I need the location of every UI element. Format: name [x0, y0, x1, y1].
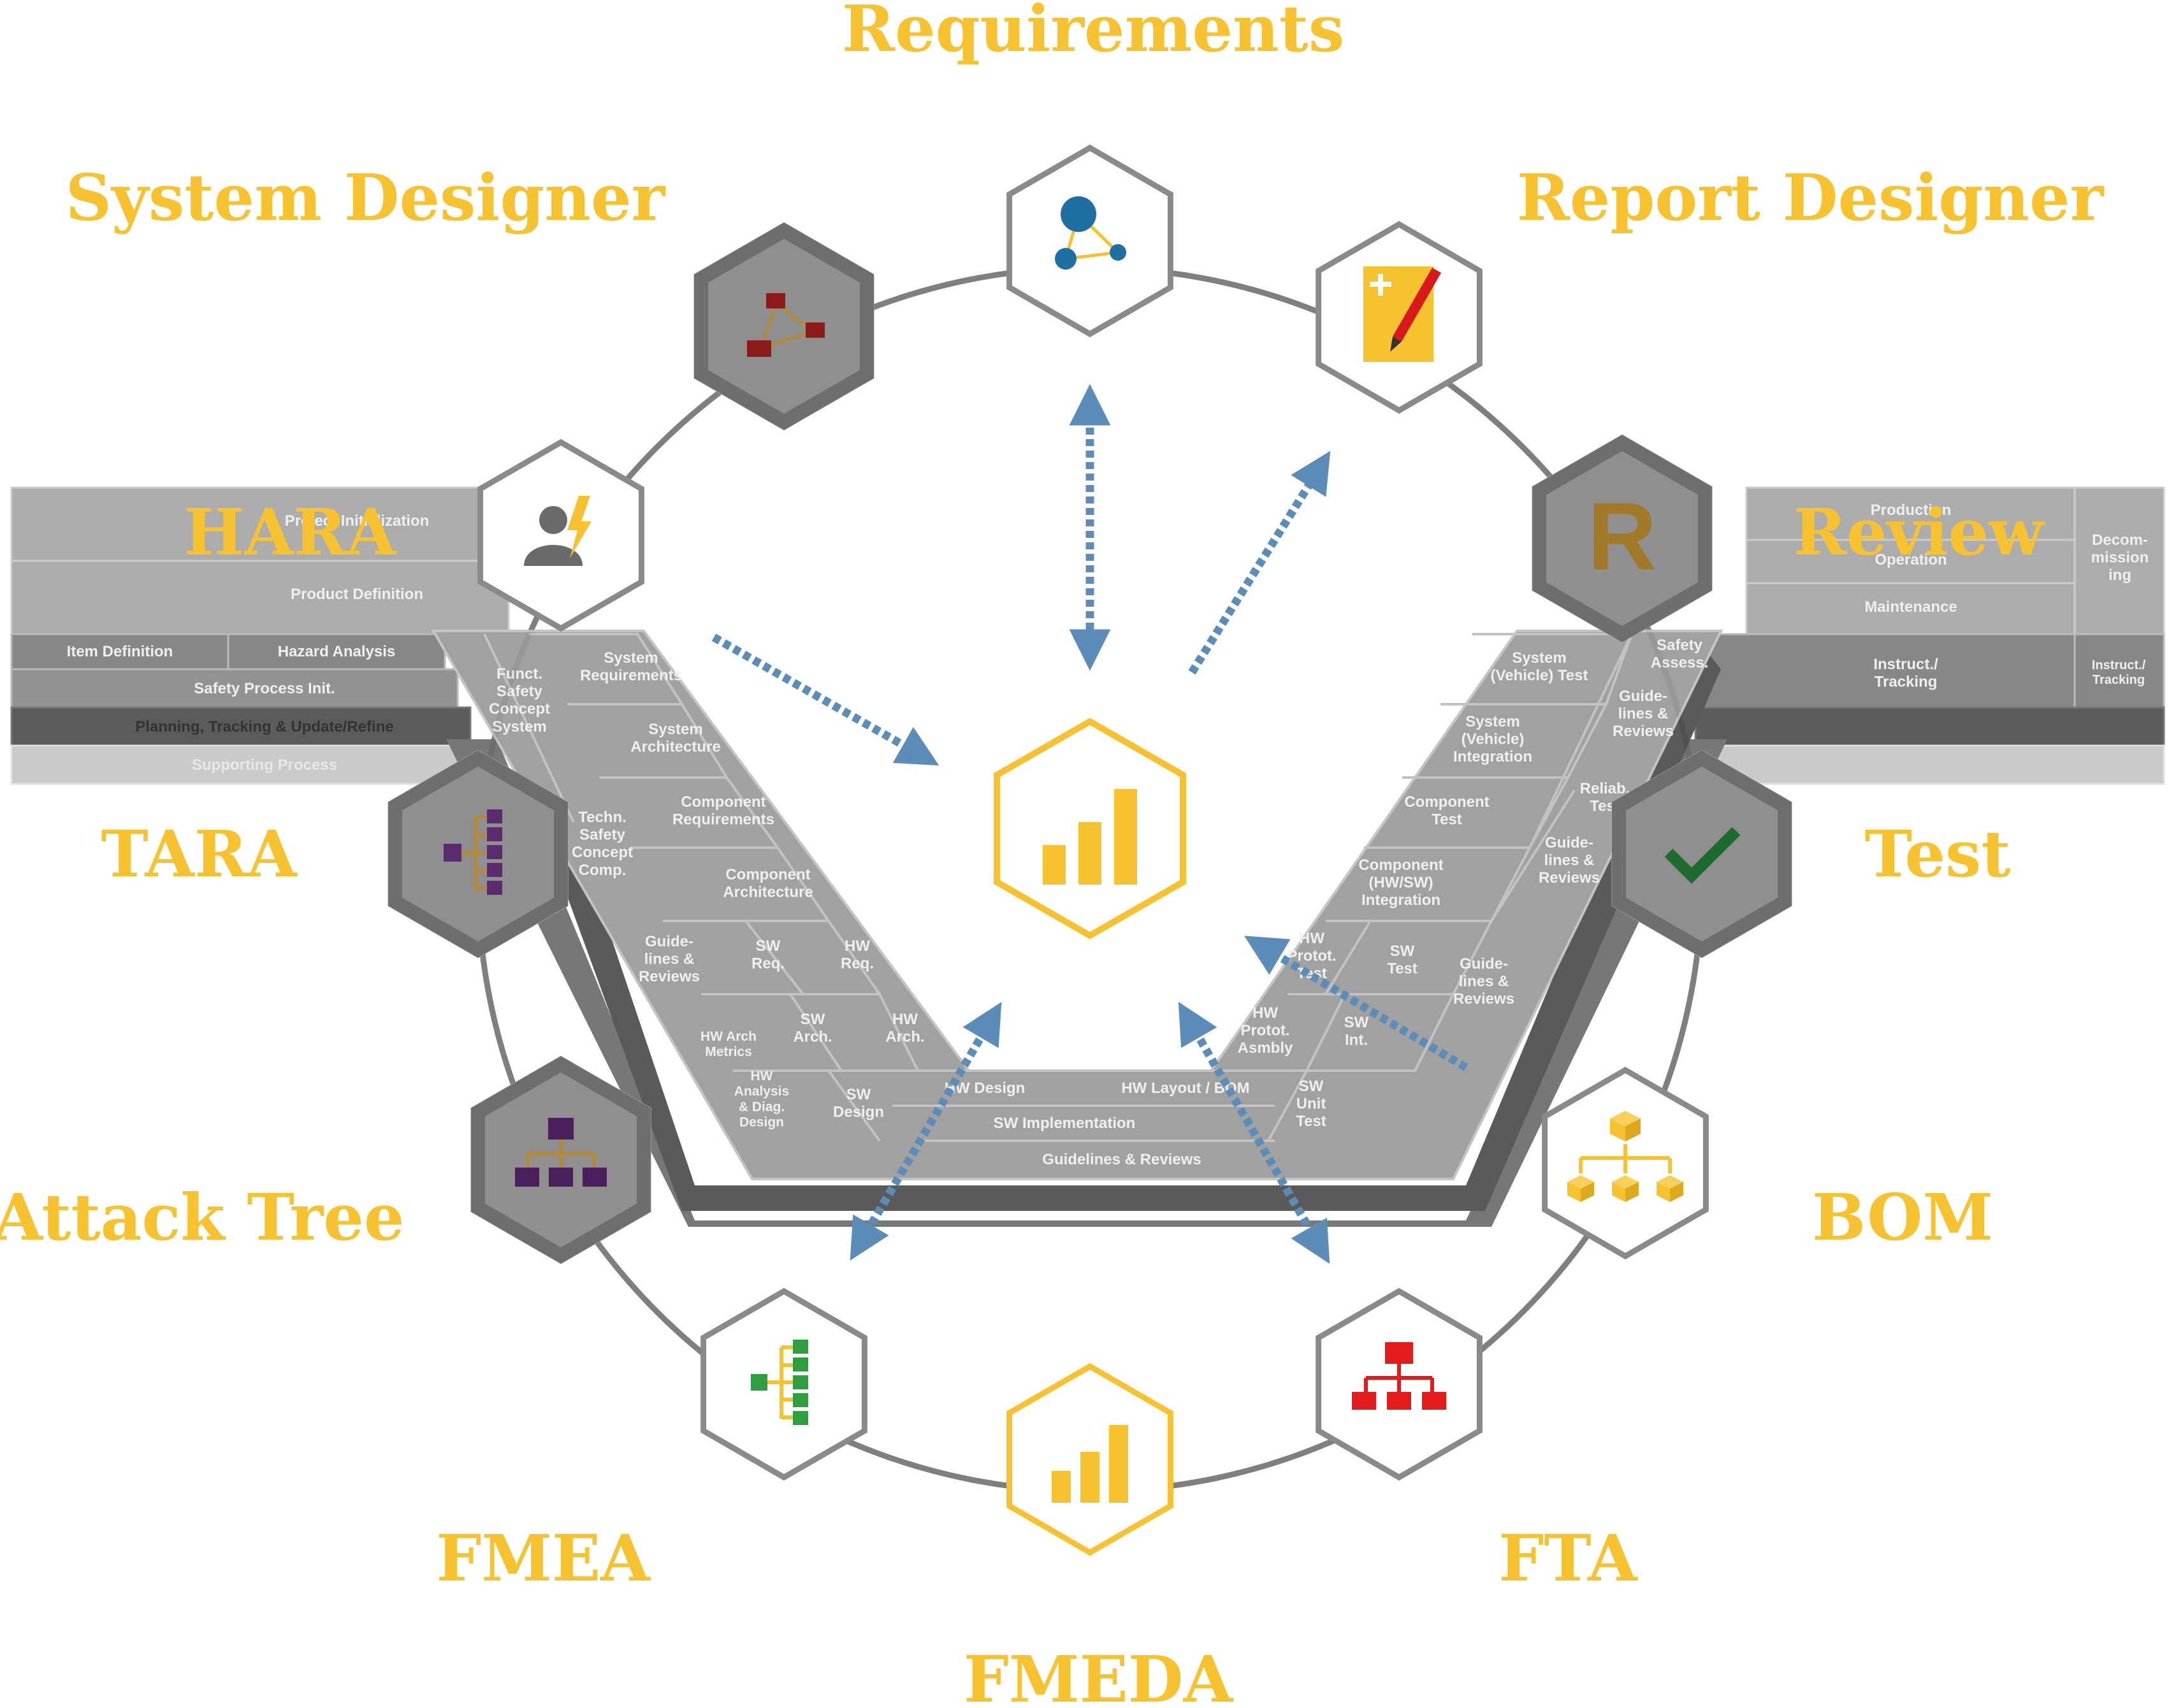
- tara-tree-icon: [444, 809, 502, 895]
- review-r-icon: R: [1588, 482, 1657, 590]
- label-attack-tree: Attack Tree: [0, 1180, 405, 1255]
- fault-tree-icon: [1352, 1342, 1446, 1410]
- label-requirements: Requirements: [842, 0, 1344, 66]
- v-component-integration: Component(HW/SW)Integration: [1358, 857, 1443, 909]
- fmea-tree-icon: [751, 1340, 808, 1425]
- label-hara: HARA: [184, 495, 397, 570]
- v-system-vehicle-integration: System(Vehicle)Integration: [1453, 713, 1532, 765]
- bar-chart-icon: [1052, 1425, 1128, 1503]
- node-system-designer[interactable]: [693, 222, 874, 431]
- v-maintenance: Maintenance: [1864, 598, 1957, 616]
- v-right-guidelines-mid: Guide-lines &Reviews: [1539, 834, 1600, 887]
- node-report-designer[interactable]: [1316, 221, 1483, 414]
- report-pencil-icon: [1363, 266, 1441, 362]
- center-node[interactable]: [994, 718, 1186, 939]
- label-fta: FTA: [1498, 1521, 1638, 1596]
- attack-tree-icon: [515, 1118, 607, 1187]
- v-system-vehicle-test: System(Vehicle) Test: [1491, 649, 1588, 684]
- bar-chart-icon: [1043, 789, 1137, 885]
- bom-cubes-icon: [1567, 1111, 1683, 1202]
- label-bom: BOM: [1812, 1180, 1993, 1255]
- v-planning: Planning, Tracking & Update/Refine: [135, 718, 393, 735]
- v-safety-process-init: Safety Process Init.: [194, 680, 335, 697]
- arrow-fta: [1178, 1001, 1330, 1264]
- label-report-designer: Report Designer: [1517, 160, 2105, 235]
- node-review[interactable]: R: [1532, 434, 1713, 643]
- v-right-guidelines-low: Guide-lines &Reviews: [1453, 955, 1514, 1008]
- v-supporting-process: Supporting Process: [192, 756, 337, 774]
- v-right-guidelines-top: Guide-lines &Reviews: [1613, 688, 1674, 740]
- v-production: Production: [1871, 502, 1952, 519]
- node-hara[interactable]: [477, 438, 644, 632]
- label-test: Test: [1864, 816, 2010, 892]
- label-fmeda: FMEDA: [964, 1642, 1234, 1708]
- hazard-person-icon: [524, 496, 591, 566]
- requirements-graph-icon: [1055, 196, 1126, 270]
- v-project-initialization: Project Initialization: [285, 512, 430, 530]
- v-product-definition: Product Definition: [291, 586, 423, 603]
- svg-text:R: R: [1588, 482, 1657, 590]
- label-system-designer: System Designer: [66, 160, 666, 235]
- arrow-report-designer: [1188, 451, 1331, 675]
- v-model: Project Initialization Product Definitio…: [10, 486, 2165, 1227]
- v-instruct-tracking-small: Instruct./Tracking: [2092, 658, 2146, 687]
- v-item-definition: Item Definition: [67, 643, 173, 660]
- node-requirements[interactable]: [1006, 144, 1173, 338]
- node-test[interactable]: [1611, 749, 1792, 959]
- v-operation: Operation: [1875, 551, 1947, 568]
- checkmark-icon: [1664, 827, 1741, 884]
- v-left-guidelines: Guide-lines &Reviews: [639, 933, 700, 985]
- system-graph-icon: [747, 293, 825, 357]
- v-sw-implementation: SW Implementation: [994, 1115, 1136, 1132]
- label-tara: TARA: [101, 816, 298, 892]
- node-fmeda[interactable]: [1006, 1363, 1173, 1556]
- v-instruct-tracking: Instruct./Tracking: [1873, 656, 1938, 691]
- v-hazard-analysis: Hazard Analysis: [278, 643, 396, 660]
- label-review: Review: [1794, 495, 2045, 570]
- arrows: [711, 384, 1469, 1264]
- node-bom[interactable]: [1542, 1066, 1709, 1260]
- node-fmea[interactable]: [700, 1287, 867, 1481]
- node-tara[interactable]: [388, 749, 569, 959]
- label-fmea: FMEA: [436, 1521, 651, 1596]
- arrow-fmea: [850, 1001, 1002, 1261]
- v-bottom-guidelines: Guidelines & Reviews: [1042, 1151, 1201, 1168]
- node-attack-tree[interactable]: [470, 1055, 651, 1264]
- arrow-test: [1244, 936, 1469, 1071]
- arrow-hara: [711, 633, 939, 766]
- node-fta[interactable]: [1316, 1287, 1483, 1481]
